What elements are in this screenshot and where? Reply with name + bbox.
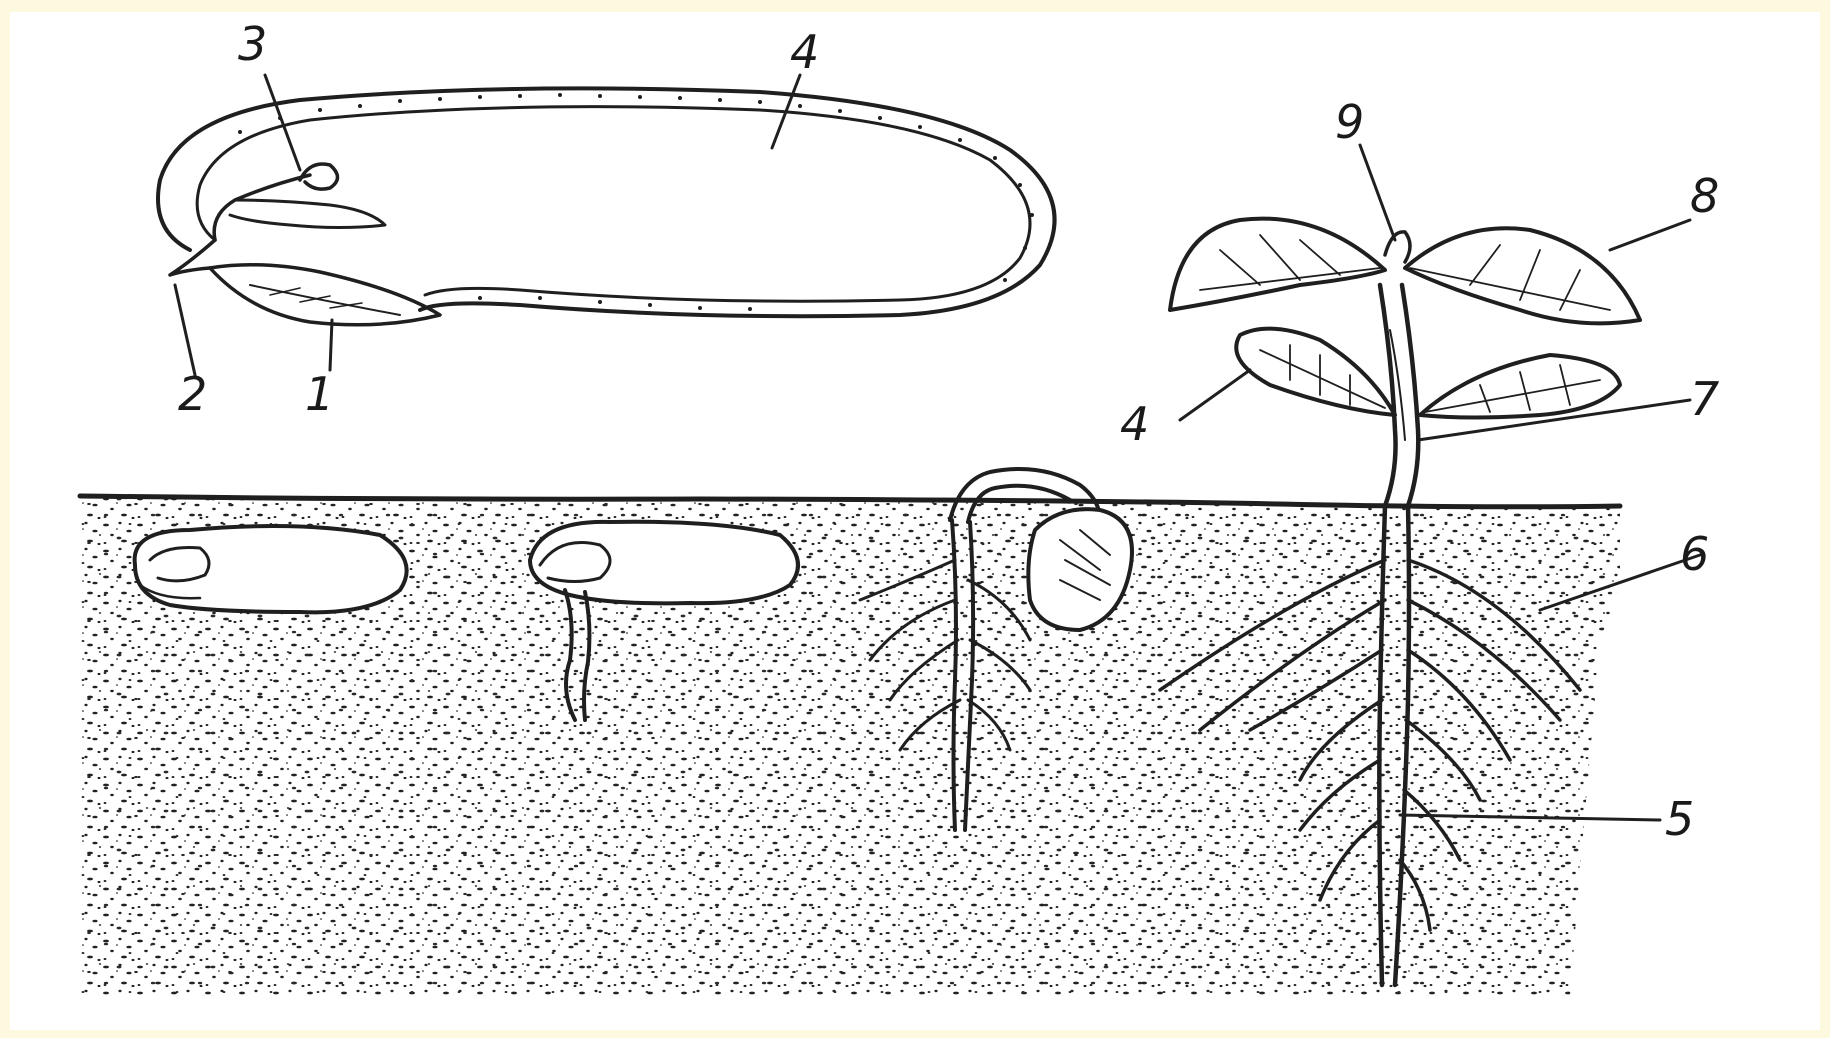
label-2: 2 (178, 367, 207, 421)
label-4-seed: 4 (790, 25, 819, 79)
label-6: 6 (1680, 527, 1709, 581)
label-5: 5 (1665, 792, 1694, 846)
seed-cross-section (158, 75, 1055, 375)
label-8: 8 (1690, 169, 1719, 223)
label-3: 3 (238, 17, 267, 71)
label-4-plant: 4 (1120, 397, 1149, 451)
label-9: 9 (1335, 95, 1364, 149)
label-1: 1 (305, 367, 334, 421)
label-7: 7 (1690, 372, 1719, 426)
stage-1-seed (135, 526, 407, 612)
